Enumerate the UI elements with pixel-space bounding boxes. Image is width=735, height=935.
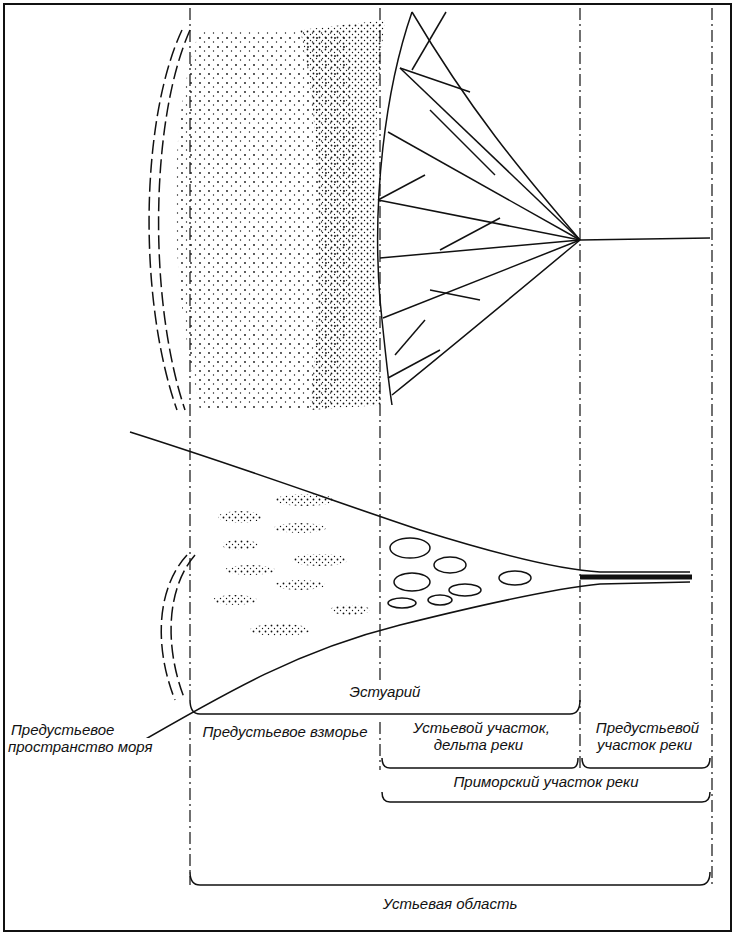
- area-label-block: Предустьевой участок реки: [582, 720, 710, 753]
- area-label-block: Предустьевое пространство моря: [8, 722, 186, 755]
- area-label: Устьевой участок, дельта реки: [410, 719, 550, 753]
- area-label-block: Приморский участок реки: [382, 774, 710, 791]
- area-label: Устьевая область: [380, 895, 521, 912]
- area-label-block: Эстуарий: [190, 684, 580, 701]
- area-label-block: Устьевой участок, дельта реки: [382, 720, 578, 753]
- area-label-block: Устьевая область: [190, 896, 710, 913]
- area-label: Предустьевое взморье: [199, 723, 370, 740]
- area-label: Эстуарий: [347, 683, 424, 700]
- area-label-block: Предустьевое взморье: [192, 724, 378, 741]
- area-label: Предустьевой участок реки: [593, 719, 699, 753]
- area-label: Предустьевое пространство моря: [8, 721, 156, 755]
- area-label: Приморский участок реки: [450, 773, 641, 790]
